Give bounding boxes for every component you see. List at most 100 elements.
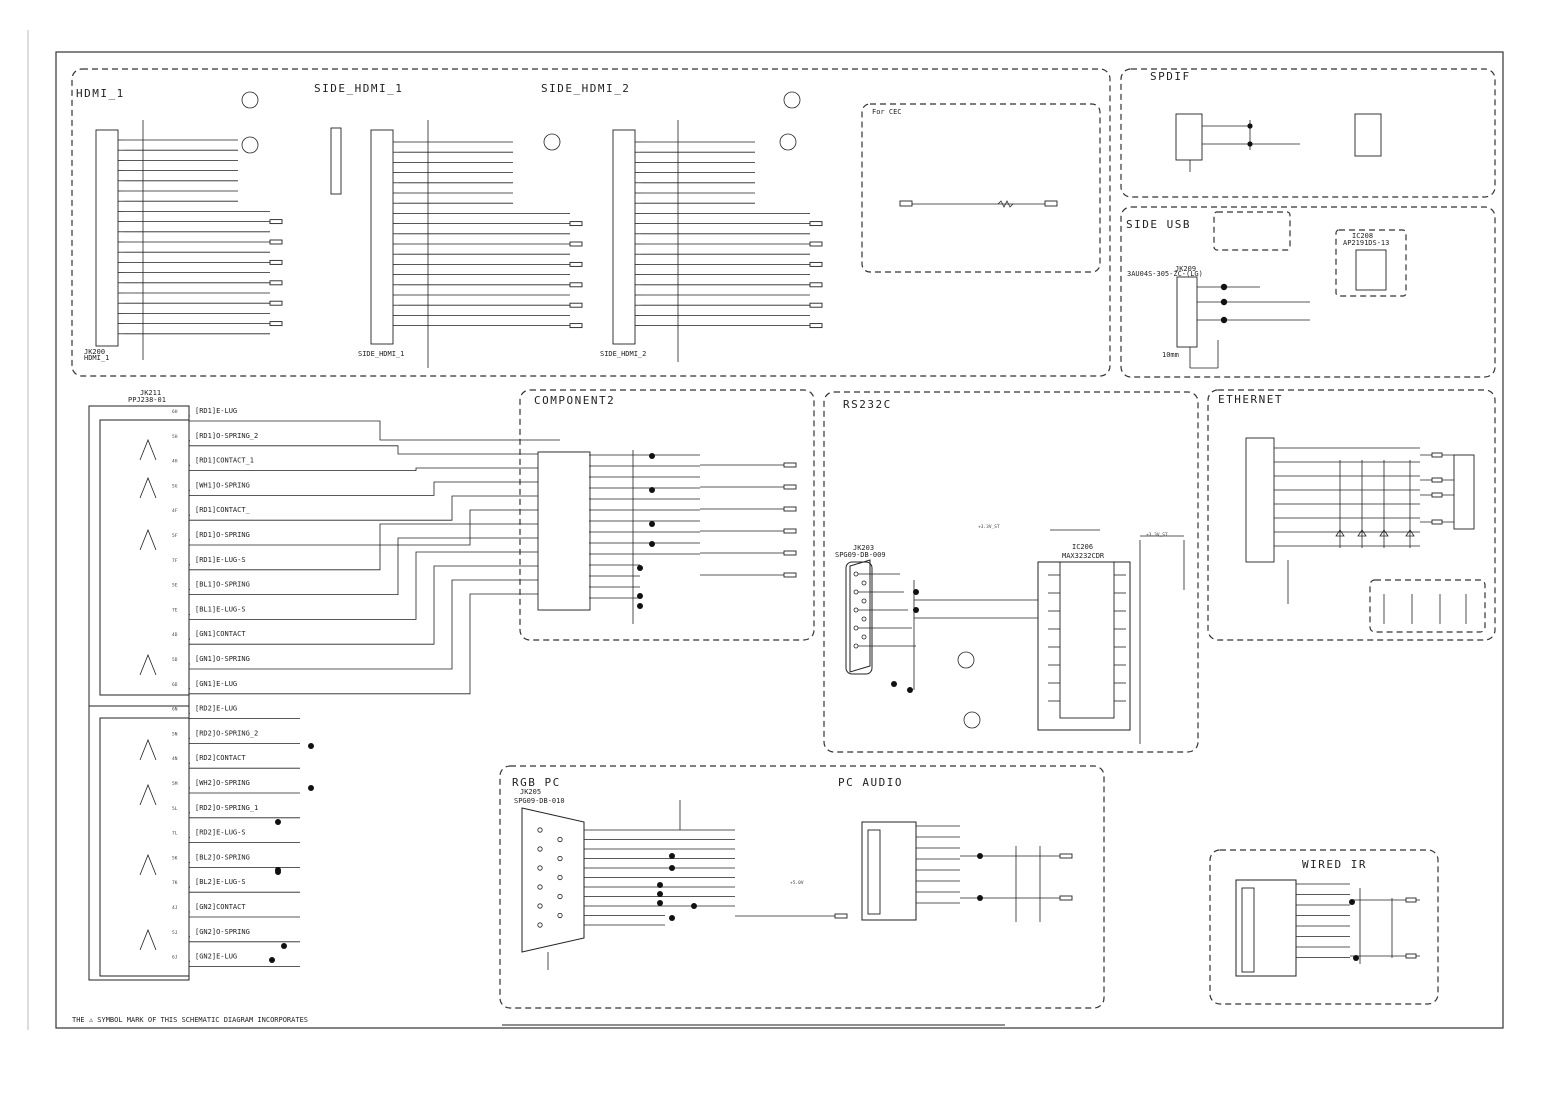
- side-hdmi2-title: SIDE_HDMI_2: [541, 82, 630, 95]
- hdmi-group-box: [71, 68, 1111, 377]
- side-hdmi1-connector: [370, 129, 394, 345]
- hdmi1-connector-name: HDMI_1: [84, 354, 109, 362]
- jk211-pin-number: 7E: [172, 607, 178, 613]
- jk211-pin-name: [RD2]E-LUG-S: [195, 829, 246, 837]
- jk211-pin-number: 6N: [172, 707, 178, 713]
- pc-audio-title: PC AUDIO: [838, 776, 903, 789]
- jk211-ref: JK211: [140, 389, 161, 397]
- rs232c-connector-part: SPG09-DB-009: [835, 551, 886, 559]
- jk211-part: PPJ238-01: [128, 396, 166, 404]
- rs232c-transistor-2: [963, 711, 981, 729]
- rs232c-transistor-1: [957, 651, 975, 669]
- rgb-pc-connector-ref: JK205: [520, 788, 541, 796]
- ethernet-block: [1245, 437, 1475, 624]
- side-hdmi1-title: SIDE_HDMI_1: [314, 82, 403, 95]
- rgb-pc-title: RGB PC: [512, 776, 561, 789]
- ethernet-transformer: [1245, 437, 1275, 563]
- jk211-pin-number: 5D: [172, 657, 178, 663]
- spdif-block: [1175, 113, 1382, 172]
- pc-audio-supply: +5.0V: [790, 880, 804, 886]
- jk211-pin-number: 7L: [172, 831, 178, 837]
- jk211-pin-number: 7K: [172, 880, 178, 886]
- spdif-ic: [1354, 113, 1382, 157]
- cec-block: [899, 200, 1058, 208]
- jk211-pin-number: 5H: [172, 434, 178, 440]
- jk211-pin-name: [RD2]E-LUG: [195, 705, 237, 713]
- wired-ir-box: [1209, 849, 1439, 1005]
- side-usb-ic-ref: IC208: [1352, 232, 1373, 240]
- side-usb-ic-part: AP2191DS-13: [1343, 239, 1389, 247]
- rs232c-block: JK203 SPG09-DB-009 IC206 MAX3232CDR +3.3…: [835, 524, 1185, 744]
- jk211-pin-number: 6D: [172, 682, 178, 688]
- jk211-pin-name: [RD1]CONTACT_: [195, 506, 251, 514]
- jk211-pin-name: [RD2]CONTACT: [195, 754, 246, 762]
- rj45-connector: [1453, 454, 1475, 530]
- jk211-pin-number: 4D: [172, 632, 178, 638]
- hdmi1-transistor-1: [241, 91, 259, 109]
- wired-ir-jack: [1235, 879, 1297, 977]
- jk211-pin-name: [RD1]O-SPRING_2: [195, 432, 258, 440]
- footer: THE ⚠ SYMBOL MARK OF THIS SCHEMATIC DIAG…: [72, 1016, 1005, 1026]
- rs232c-supply-a: +3.3V_ST: [978, 524, 1000, 530]
- side-usb-title: SIDE USB: [1126, 218, 1191, 231]
- spdif-box: [1120, 68, 1496, 198]
- component2-box: [519, 389, 815, 641]
- jk211-pin-number: 4F: [172, 508, 178, 514]
- vga-connector: [521, 807, 585, 953]
- ethernet-title: ETHERNET: [1218, 393, 1283, 406]
- hdmi1-header: [330, 127, 342, 195]
- jk211-pin-name: [WH1]O-SPRING: [195, 481, 250, 489]
- jk211-pin-name: [RD1]E-LUG: [195, 407, 237, 415]
- spdif-title: SPDIF: [1150, 70, 1191, 83]
- wired-ir-block: [1235, 879, 1420, 977]
- rgb-pc-connector-part: SPG09-DB-010: [514, 797, 565, 805]
- rs232c-ic-part: MAX3232CDR: [1062, 552, 1105, 560]
- jk211-pin-number: 4H: [172, 459, 178, 465]
- jk211-pin-name: [GN2]O-SPRING: [195, 928, 250, 936]
- rs232c-title: RS232C: [843, 398, 892, 411]
- jk211-pin-name: [BL2]O-SPRING: [195, 853, 250, 861]
- jk211-pin-number: 5K: [172, 855, 178, 861]
- ethernet-box: [1207, 389, 1496, 641]
- jk211-pin-number: 5G: [172, 483, 178, 489]
- side-usb-part: 3AU04S-305-ZC-(LG): [1127, 270, 1203, 278]
- usb-power-ic: [1355, 249, 1387, 291]
- sheet-border: [55, 51, 1504, 1029]
- jk211-pin-number: 6J: [172, 955, 178, 961]
- jk211-pin-name: [RD1]O-SPRING: [195, 531, 250, 539]
- side-hdmi1-connector-name: SIDE_HDMI_1: [358, 350, 404, 358]
- side-hdmi1-transistor: [543, 133, 561, 151]
- jk211-pin-number: 6H: [172, 409, 178, 415]
- rs232c-box: [823, 391, 1199, 753]
- jk211-pin-number: 5L: [172, 806, 178, 812]
- side-hdmi1-block: SIDE_HDMI_1: [358, 120, 583, 368]
- db9-connector: [849, 559, 871, 673]
- jk211-pin-name: [BL2]E-LUG-S: [195, 878, 246, 886]
- side-usb-ref: JK209: [1175, 265, 1196, 273]
- cec-box: [861, 103, 1101, 273]
- side-hdmi2-block: SIDE_HDMI_2: [600, 91, 823, 362]
- rs232c-supply-b: +3.3V_ST: [1146, 532, 1168, 538]
- jk211-pin-number: 7F: [172, 558, 178, 564]
- jk211-pin-name: [GN1]O-SPRING: [195, 655, 250, 663]
- side-usb-block: 3AU04S-305-ZC-(LG) JK209 AP2191DS-13 IC2…: [1127, 211, 1407, 369]
- jk211-pin-name: [RD1]E-LUG-S: [195, 556, 246, 564]
- rgb-pc-block: JK205 SPG09-DB-010 +5.0V: [514, 788, 1073, 970]
- pc-audio-jack: [861, 821, 917, 921]
- component2-title: COMPONENT2: [534, 394, 615, 407]
- jk211-pin-number: 4N: [172, 756, 178, 762]
- hdmi1-connector-ref: JK200: [84, 348, 105, 356]
- jk211-pin-number: 5E: [172, 583, 178, 589]
- jk211-pin-name: [BL1]O-SPRING: [195, 581, 250, 589]
- jk211-pin-number: 5M: [172, 781, 178, 787]
- side-usb-box: [1120, 206, 1496, 378]
- jk211-outline: [88, 405, 190, 981]
- hdmi1-title: HDMI_1: [76, 87, 125, 100]
- side-hdmi2-connector: [612, 129, 636, 345]
- jk211-pin-name: [GN2]CONTACT: [195, 903, 246, 911]
- wired-ir-title: WIRED IR: [1302, 858, 1367, 871]
- side-usb-note: 10mm: [1162, 351, 1179, 359]
- rgb-pc-box: [499, 765, 1105, 1009]
- side-hdmi2-transistor-1: [783, 91, 801, 109]
